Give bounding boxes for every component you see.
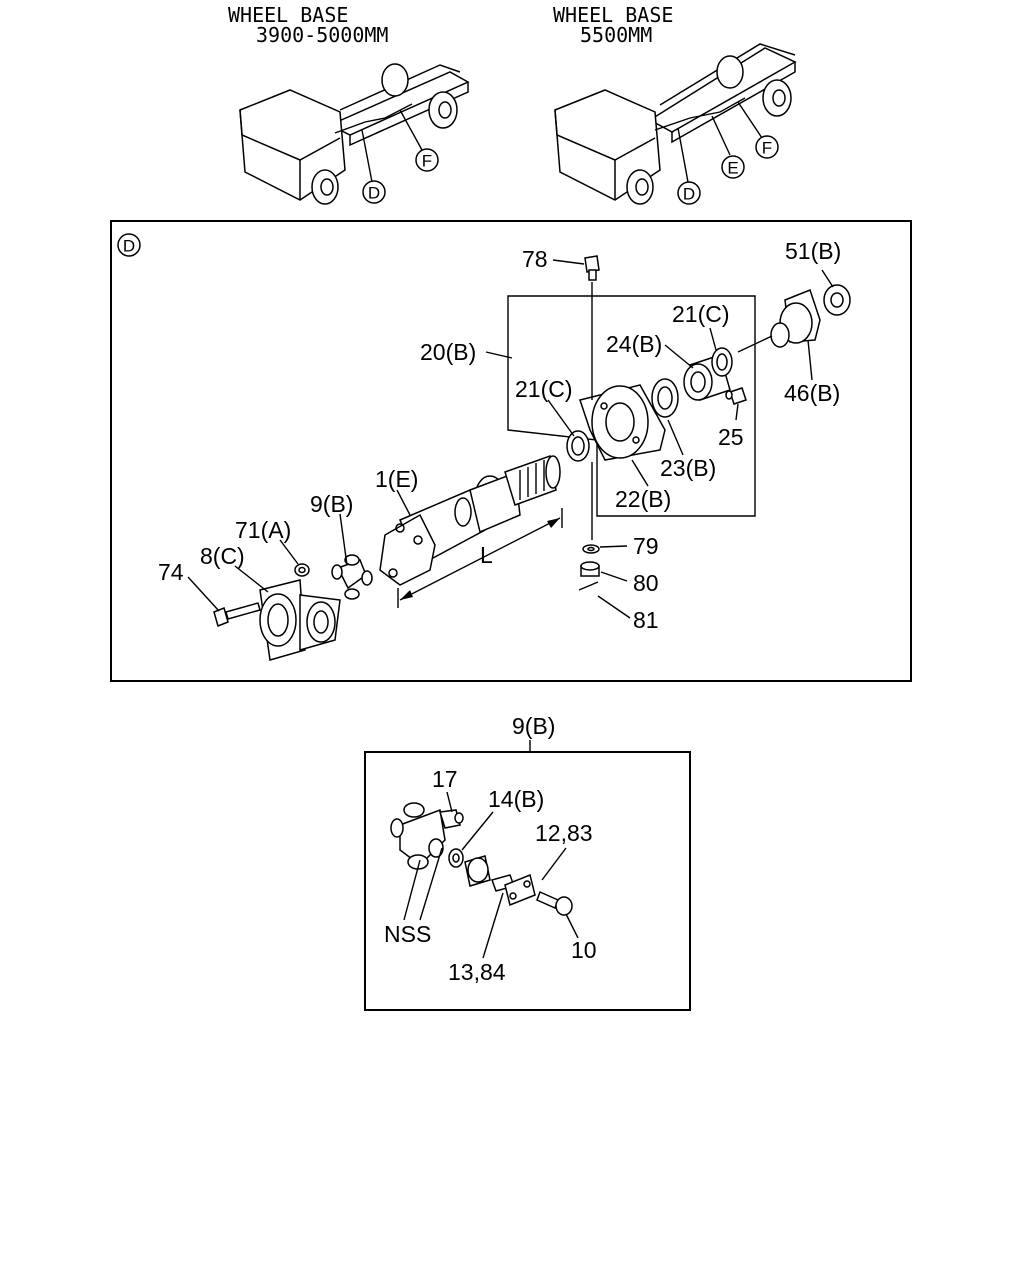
marker-d-left: D [362,180,386,204]
cotter-pin-81 [578,581,599,591]
flange-46b [737,289,821,353]
callout-24b: 24(B) [606,331,662,357]
truck-drawing-right [554,43,797,205]
companion-flange [259,579,341,661]
svg-text:D: D [683,185,695,204]
overview-right-title: WHEEL BASE [553,3,673,27]
marker-d-right: D [677,181,701,205]
callout-20b: 20(B) [420,339,476,365]
detail-joint-frame [364,751,691,1011]
callout-79: 79 [633,533,659,559]
bolt-74 [213,602,261,628]
seal-21c-left [566,430,590,462]
callout-10: 10 [571,937,597,963]
callout-14b: 14(B) [488,786,544,812]
callout-81: 81 [633,607,659,633]
callout-25: 25 [718,424,744,450]
dimension-l [397,508,563,608]
callout-21c-left: 21(C) [515,376,573,402]
flange-yoke [379,513,436,586]
detail-joint-title: 9(B) [512,713,555,739]
grease-nipple-17 [439,809,464,829]
spider-cross [390,802,446,870]
detail-d-panel: D [110,220,912,682]
seal-14b [448,848,464,868]
grease-fitting-25 [725,387,747,405]
callout-17: 17 [432,766,458,792]
center-bearing-housing [579,384,666,461]
nut-80 [580,561,600,577]
truck-drawing-left [239,63,470,205]
callout-nss: NSS [384,921,431,947]
overview-left: WHEEL BASE 3900-5000MM D [228,3,470,205]
callout-1e: 1(E) [375,466,418,492]
svg-text:D: D [368,184,380,203]
bearing-cup [464,855,491,887]
detail-d-frame [110,220,912,682]
svg-text:F: F [762,139,772,158]
bearing-23b [651,378,679,418]
callout-46b: 46(B) [784,380,840,406]
svg-text:E: E [727,159,738,178]
callout-22b: 22(B) [615,486,671,512]
marker-f-left: F [415,148,439,172]
overview-right-wheelbase: 5500MM [580,23,652,47]
svg-text:F: F [422,152,432,171]
callout-9b: 9(B) [310,491,353,517]
washer-79 [582,544,600,554]
callout-51b: 51(B) [785,238,841,264]
bolt-78 [584,255,600,400]
callout-80: 80 [633,570,659,596]
overview-right: WHEEL BASE 5500MM D E [553,3,797,205]
marker-e-right: E [721,155,745,179]
callout-l: L [480,542,493,568]
callout-21c-right: 21(C) [672,301,730,327]
center-bearing-group-frame [507,295,756,517]
callout-23b: 23(B) [660,455,716,481]
callout-71a: 71(A) [235,517,291,543]
detail-d-view-marker: D [117,233,141,257]
seal-21c-right [711,347,733,377]
nut-51b [823,284,851,316]
callout-8c: 8(C) [200,543,245,569]
bearing-plate-12-83 [504,873,536,907]
detail-joint-panel: 9(B) [364,713,691,1011]
overview-left-title: WHEEL BASE [228,3,348,27]
callout-12-83: 12,83 [535,820,593,846]
callout-78: 78 [522,246,548,272]
universal-joint [331,554,373,600]
svg-text:D: D [123,237,135,256]
marker-f-right: F [755,135,779,159]
callout-13-84: 13,84 [448,959,506,985]
callout-74: 74 [158,559,184,585]
bolt-10 [536,890,573,916]
nut-71a [294,563,310,577]
overview-left-wheelbase: 3900-5000MM [256,23,388,47]
